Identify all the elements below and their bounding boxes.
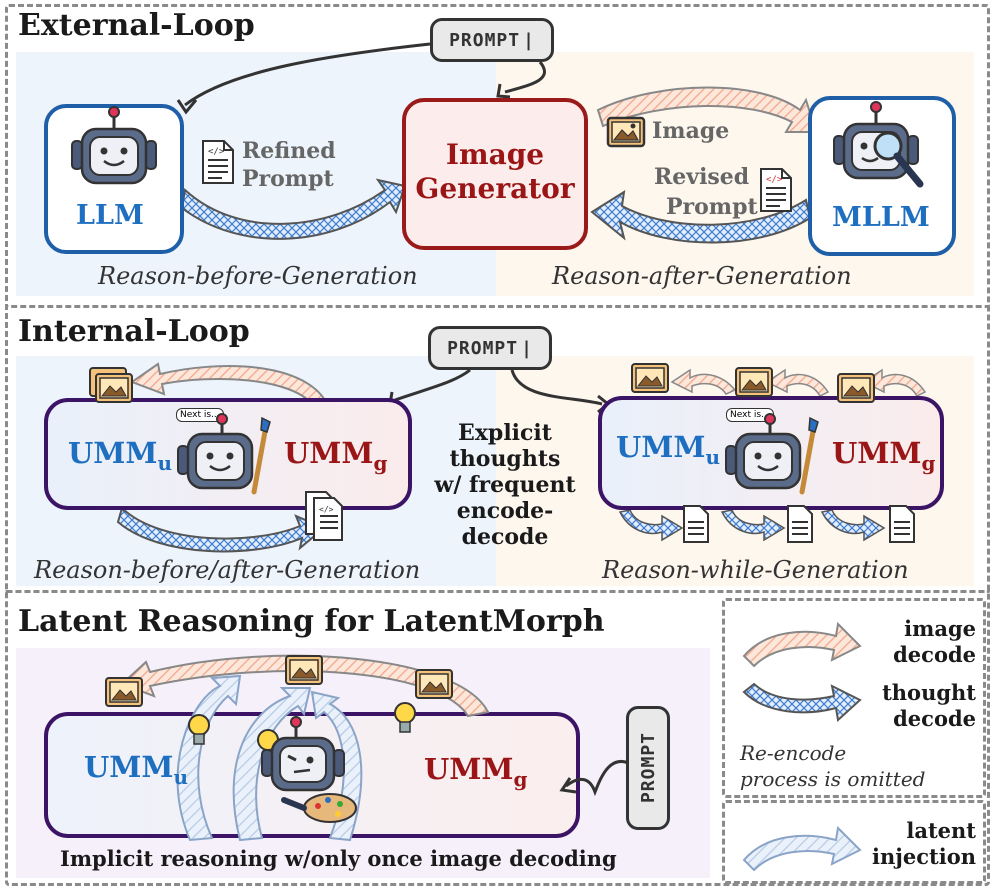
refined-doc-icon: </> xyxy=(202,140,234,184)
refined-prompt-label-1: Refined xyxy=(242,138,336,164)
legend-box-top xyxy=(722,598,986,798)
internal-left-image-stack-icon xyxy=(89,367,133,403)
legend-latent-1: latent xyxy=(906,818,976,843)
external-prompt-label: PROMPT xyxy=(449,29,521,51)
internal-right-ummg-text: UMM xyxy=(832,436,922,470)
legend-thought-arrow-icon xyxy=(742,682,862,722)
internal-prompt-label: PROMPT xyxy=(447,337,519,359)
internal-right-ummu-sub: u xyxy=(705,444,721,469)
legend-latent-injection-text: latent injection xyxy=(860,818,976,870)
internal-right-image-icon-3 xyxy=(837,373,875,403)
internal-right-ummu-label: UMMu xyxy=(616,430,720,469)
legend-image-arrow-icon xyxy=(742,621,862,668)
legend-box-bottom xyxy=(722,800,986,884)
legend-latent-arrow-icon xyxy=(742,825,862,872)
outer-frame xyxy=(5,4,990,886)
legend-image-2: decode xyxy=(893,642,976,667)
external-loop-panel xyxy=(5,4,990,308)
latent-prompt-label: PROMPT xyxy=(637,732,659,804)
internal-right-doc-icon-2 xyxy=(787,505,813,543)
explicit-line-3: w/ frequent xyxy=(434,472,576,498)
refined-prompt-label-2: Prompt xyxy=(242,166,334,192)
reason-while-caption: Reason-while-Generation xyxy=(602,556,909,584)
svg-text:</>: </> xyxy=(319,505,334,514)
svg-text:</>: </> xyxy=(208,147,225,157)
external-arrows xyxy=(176,42,818,244)
reason-before-generation-caption: Reason-before-Generation xyxy=(98,262,418,290)
internal-loop-title: Internal-Loop xyxy=(18,314,250,349)
llm-robot-icon xyxy=(71,106,157,185)
latent-ummg-text: UMM xyxy=(424,752,514,786)
internal-right-ummg-sub: g xyxy=(921,450,936,475)
internal-right-bubble: Next is... xyxy=(726,408,774,422)
internal-arrows xyxy=(116,362,927,553)
llm-label: LLM xyxy=(76,200,144,231)
legend-thought-decode-text: thought decode xyxy=(860,680,976,732)
internal-right-image-icon-2 xyxy=(735,367,773,397)
external-prompt-tag: PROMPT| xyxy=(430,18,554,62)
internal-right-bubble-text: Next is... xyxy=(730,410,770,420)
internal-right-doc-icon-1 xyxy=(683,505,709,543)
internal-left-bubble-text: Next is... xyxy=(180,410,220,420)
legend-thought-2: decode xyxy=(893,706,976,731)
svg-text:</>: </> xyxy=(766,175,783,185)
latent-prompt-tag: PROMPT xyxy=(626,706,670,830)
internal-loop-divider xyxy=(5,590,990,593)
external-loop-title: External-Loop xyxy=(18,8,255,43)
latent-ummu-sub: u xyxy=(173,764,189,789)
explicit-line-1: Explicit xyxy=(458,420,552,446)
explicit-line-4: encode-decode xyxy=(456,498,554,550)
internal-left-ummg-text: UMM xyxy=(284,436,374,470)
latent-lightbulb-icon-2 xyxy=(394,702,416,733)
internal-right-ummu-text: UMM xyxy=(616,430,706,464)
internal-right-image-icon-1 xyxy=(631,363,669,393)
latent-ummg-label: UMMg xyxy=(424,752,527,791)
mllm-label: MLLM xyxy=(832,202,930,233)
latent-ummu-text: UMM xyxy=(84,750,174,784)
latent-caption: Implicit reasoning w/only once image dec… xyxy=(60,846,617,871)
internal-left-ummu-sub: u xyxy=(157,450,173,475)
internal-right-ummg-label: UMMg xyxy=(832,436,935,475)
latent-ummu-label: UMMu xyxy=(84,750,188,789)
reason-after-generation-caption: Reason-after-Generation xyxy=(552,262,852,290)
internal-right-doc-icon-3 xyxy=(889,505,915,543)
legend-note-1: Re-encode xyxy=(740,741,847,765)
internal-left-ummu-text: UMM xyxy=(68,436,158,470)
latent-image-icon-2 xyxy=(285,655,323,685)
internal-left-doc-stack-icon: </> xyxy=(305,491,343,541)
image-label: Image xyxy=(652,118,730,144)
internal-left-ummg-sub: g xyxy=(373,450,388,475)
revised-prompt-label-2: Prompt xyxy=(666,194,758,220)
legend-image-1: image xyxy=(904,616,976,641)
latent-image-icon-1 xyxy=(105,677,143,707)
revised-prompt-label-1: Revised xyxy=(654,164,750,190)
reason-before-after-caption: Reason-before/after-Generation xyxy=(34,556,421,584)
internal-left-robot-brush-icon xyxy=(177,413,271,495)
image-arrow xyxy=(596,86,818,133)
legend-latent-2: injection xyxy=(872,844,976,869)
legend-note: Re-encode process is omitted xyxy=(740,740,925,792)
latent-title: Latent Reasoning for LatentMorph xyxy=(18,604,605,639)
latent-lightbulb-icon-1 xyxy=(188,714,210,745)
latent-thinking-robot-palette-icon xyxy=(257,716,357,823)
revised-prompt-arrow xyxy=(590,190,812,244)
mllm-robot-magnifier-icon xyxy=(833,101,924,188)
legend-note-2: process is omitted xyxy=(740,767,926,791)
image-generator-box xyxy=(402,98,588,250)
explicit-thoughts-text: Explicit thoughts w/ frequent encode-dec… xyxy=(430,420,580,550)
explicit-line-2: thoughts xyxy=(449,446,561,472)
latent-image-icon-3 xyxy=(415,669,453,699)
internal-left-ummu-label: UMMu xyxy=(68,436,172,475)
revised-doc-icon: </> xyxy=(760,168,792,212)
internal-prompt-tag: PROMPT| xyxy=(428,326,552,370)
image-thumb-icon xyxy=(606,116,646,148)
internal-left-ummg-label: UMMg xyxy=(284,436,387,475)
legend-image-decode-text: image decode xyxy=(860,616,976,668)
image-generator-label-2: Generator xyxy=(415,172,575,205)
legend-thought-1: thought xyxy=(882,680,976,705)
latent-ummg-sub: g xyxy=(513,766,528,791)
refined-prompt-arrow xyxy=(180,178,407,240)
image-generator-label-1: Image xyxy=(445,138,545,171)
internal-right-robot-brush-icon xyxy=(725,413,819,495)
